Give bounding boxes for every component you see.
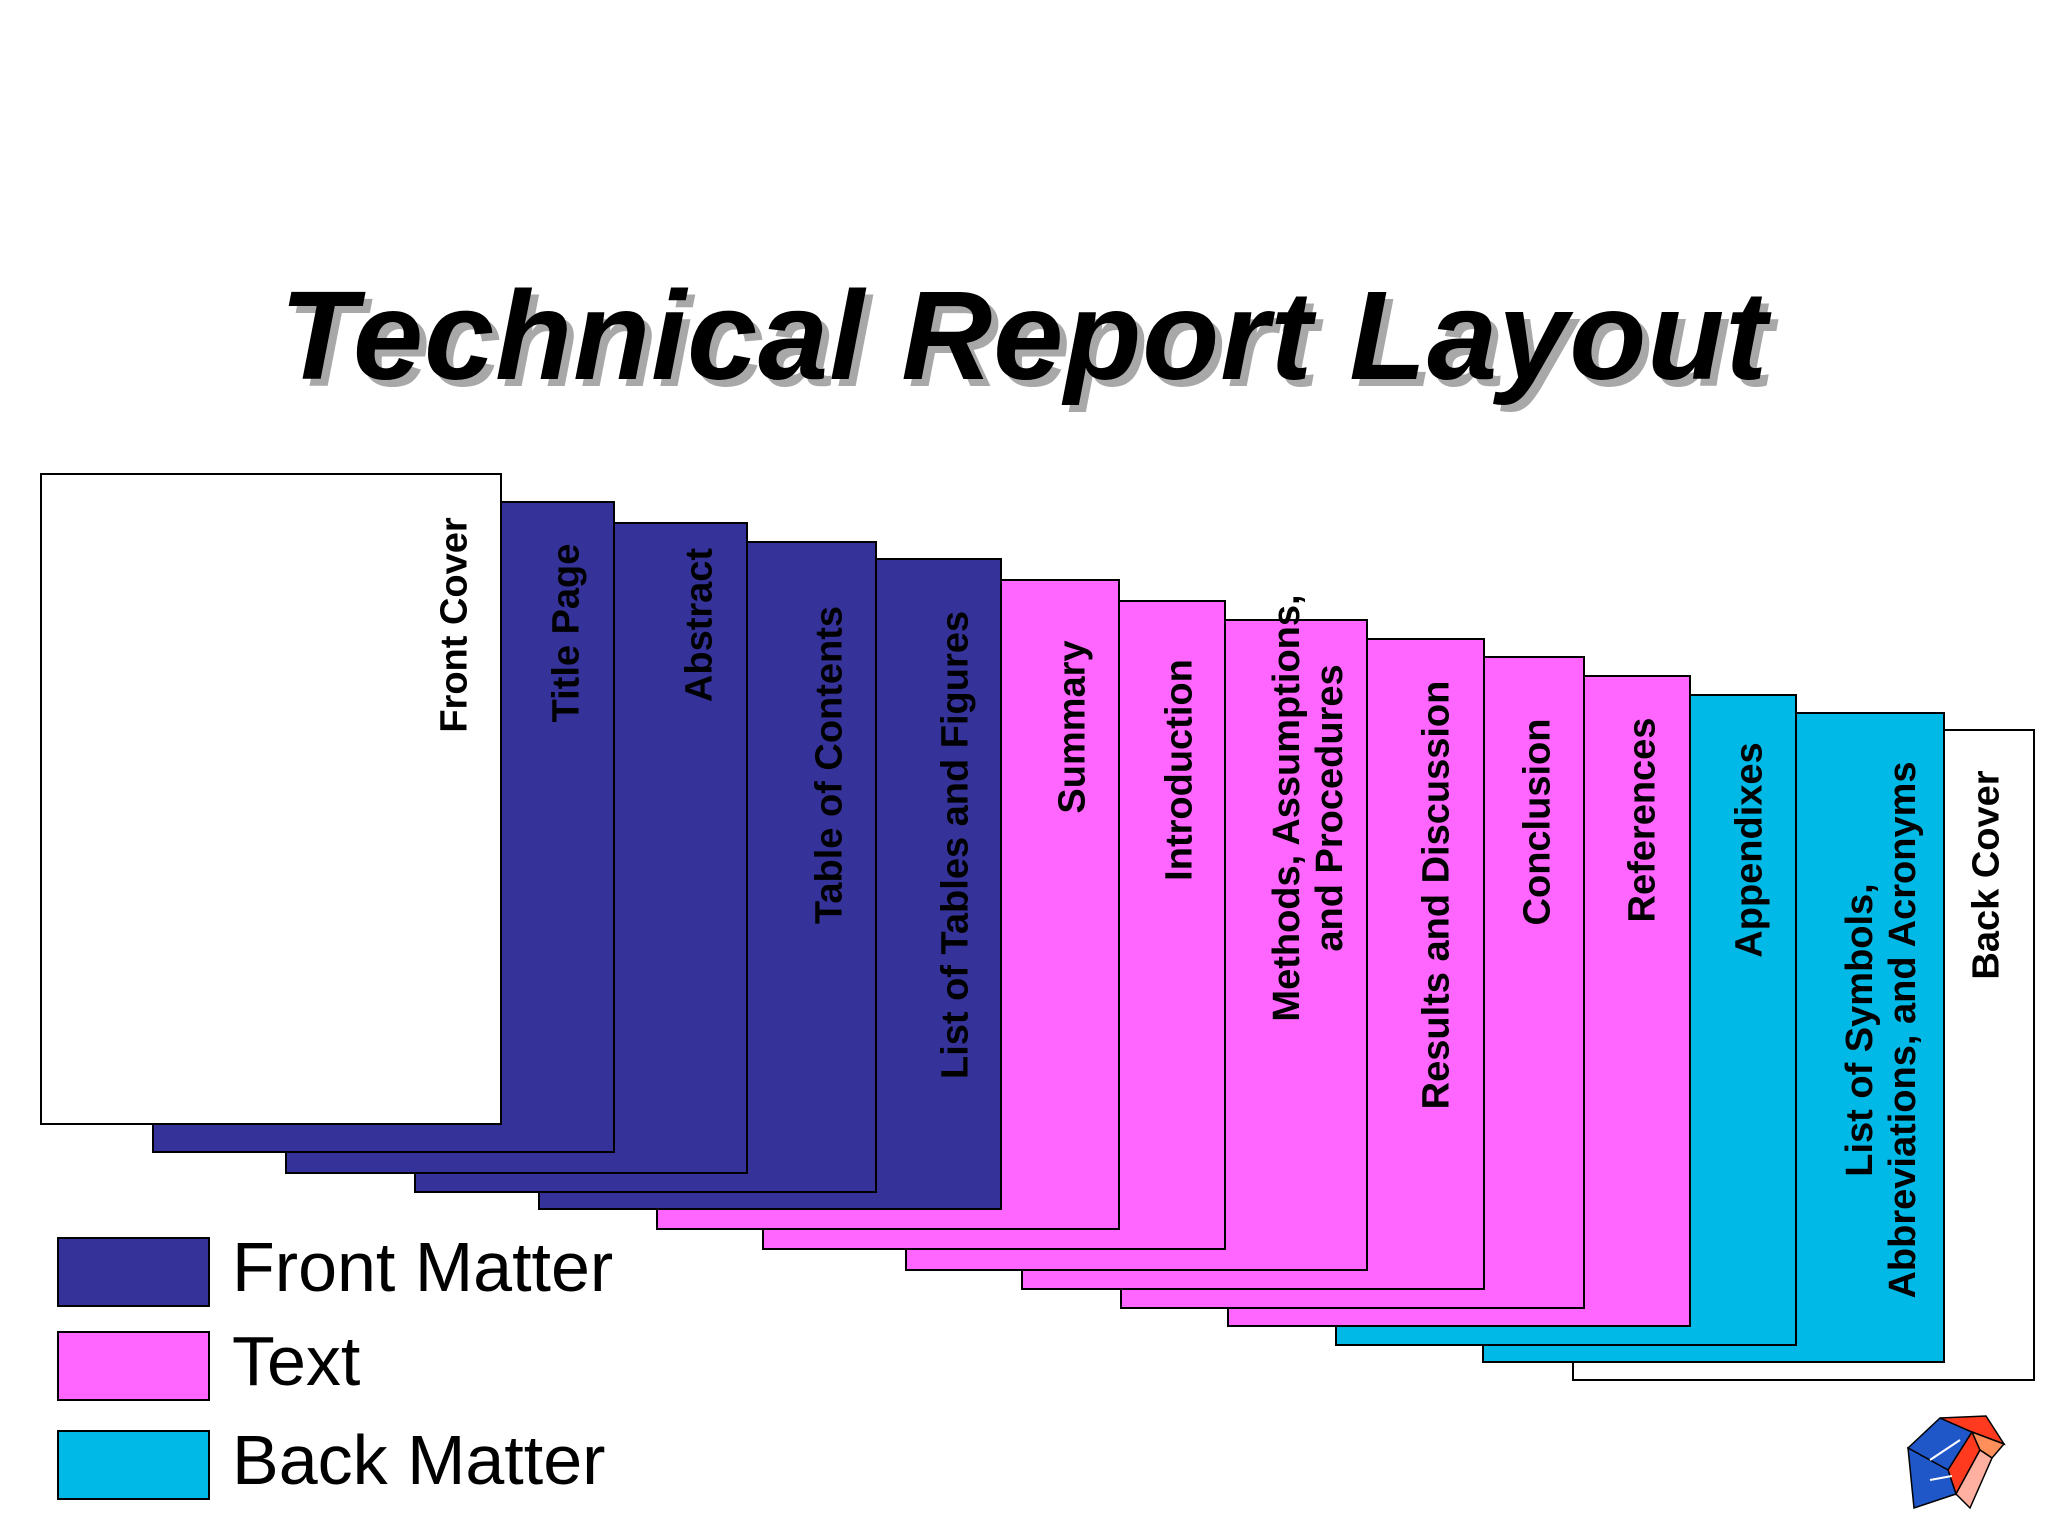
page-label-title-page: Title Page xyxy=(545,543,588,723)
page-label-list-of-tables-and-figures: List of Tables and Figures xyxy=(934,610,977,1080)
page-label-abstract: Abstract xyxy=(678,547,721,703)
legend-swatch-back-matter xyxy=(57,1430,210,1500)
page-label-back-cover: Back Cover xyxy=(1965,770,2008,980)
legend-swatch-text xyxy=(57,1331,210,1401)
page-label-summary: Summary xyxy=(1051,640,1094,814)
page-label-methods-assumptions-procedures: Methods, Assumptions, and Procedures xyxy=(1266,594,1351,1022)
page-label-list-of-symbols: List of Symbols, Abbreviations, and Acro… xyxy=(1839,761,1924,1299)
diagram-title: Technical Report Layout xyxy=(279,265,1769,406)
legend-swatch-front-matter xyxy=(57,1237,210,1307)
page-front-cover xyxy=(40,473,502,1125)
page-label-front-cover: Front Cover xyxy=(433,517,476,733)
page-label-conclusion: Conclusion xyxy=(1516,718,1559,926)
legend-label-text: Text xyxy=(232,1322,361,1400)
legend-label-back-matter: Back Matter xyxy=(232,1421,606,1499)
page-label-introduction: Introduction xyxy=(1158,659,1201,881)
legend-label-front-matter: Front Matter xyxy=(232,1228,614,1306)
publisher-logo-icon xyxy=(1906,1415,2006,1510)
page-label-appendixes: Appendixes xyxy=(1728,742,1771,958)
page-label-results-and-discussion: Results and Discussion xyxy=(1415,680,1458,1110)
page-label-references: References xyxy=(1621,717,1664,923)
page-label-table-of-contents: Table of Contents xyxy=(808,605,851,925)
